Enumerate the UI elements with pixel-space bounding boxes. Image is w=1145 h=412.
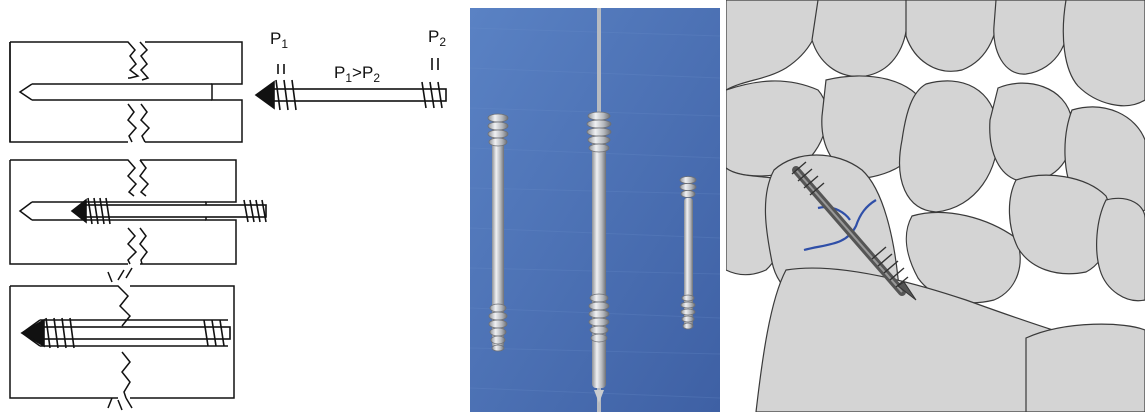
diagram-svg: P1 P2 P1>P2 bbox=[0, 0, 462, 412]
label-p2: P2 bbox=[428, 27, 446, 49]
illustration-svg bbox=[726, 0, 1145, 412]
scaphoid-screw-illustration bbox=[726, 0, 1145, 412]
label-p1: P1 bbox=[270, 29, 288, 51]
bone-block-drilled bbox=[10, 42, 242, 142]
carpal-bones bbox=[726, 0, 1145, 412]
screw-in-block-3 bbox=[22, 318, 230, 348]
photo-svg bbox=[470, 8, 720, 412]
label-pressure-relation: P1>P2 bbox=[334, 63, 380, 85]
screw-photograph bbox=[470, 8, 720, 412]
compression-screw-diagram: P1 P2 P1>P2 bbox=[0, 0, 462, 412]
